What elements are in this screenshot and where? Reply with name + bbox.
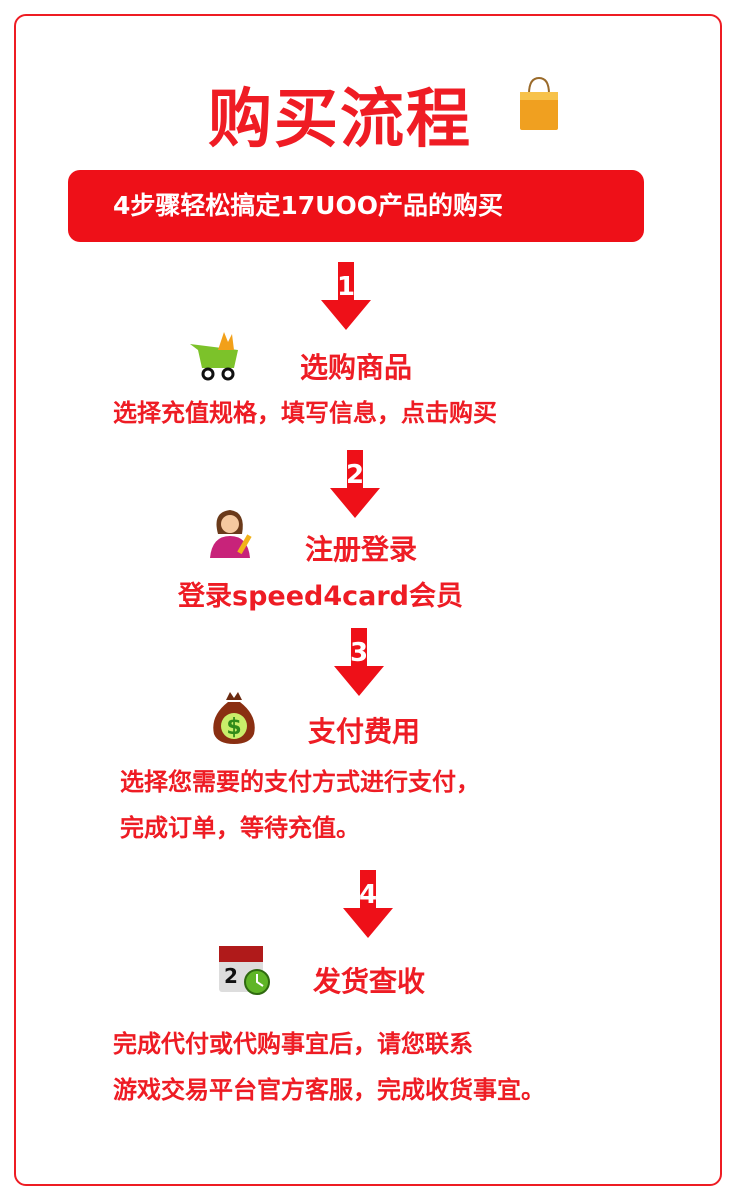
calendar-day: 2: [224, 964, 238, 988]
page-title: 购买流程: [208, 83, 472, 157]
step-description: 完成订单，等待充值。: [120, 814, 360, 842]
step-arrow-2: 2: [330, 450, 380, 518]
step-arrow-4: 4: [343, 870, 393, 938]
step-description: 完成代付或代购事宜后，请您联系: [113, 1030, 473, 1058]
subtitle-banner: 4步骤轻松搞定17UOO产品的购买: [68, 170, 644, 242]
step-description: 游戏交易平台官方客服，完成收货事宜。: [113, 1076, 545, 1104]
user-register-icon: [210, 510, 252, 558]
calendar-clock-icon: 2: [215, 940, 271, 996]
shopping-bag-icon: [520, 76, 558, 130]
step-number: 4: [358, 880, 378, 910]
step-description: 登录speed4card会员: [178, 581, 464, 612]
step-number: 1: [336, 272, 356, 302]
svg-text:$: $: [226, 715, 241, 740]
step-arrow-1: 1: [321, 262, 371, 330]
content-frame: [14, 14, 722, 1186]
step-description: 选择您需要的支付方式进行支付，: [120, 768, 480, 796]
money-bag-icon: $: [213, 692, 255, 744]
step-title: 注册登录: [305, 533, 418, 566]
step-title: 发货查收: [313, 965, 426, 998]
step-title: 支付费用: [308, 715, 421, 748]
step-number: 2: [345, 460, 365, 490]
step-description: 选择充值规格，填写信息，点击购买: [113, 399, 497, 427]
shopping-cart-icon: [190, 332, 238, 381]
step-title: 选购商品: [300, 351, 413, 384]
step-arrow-3: 3: [334, 628, 384, 696]
step-number: 3: [349, 638, 369, 668]
